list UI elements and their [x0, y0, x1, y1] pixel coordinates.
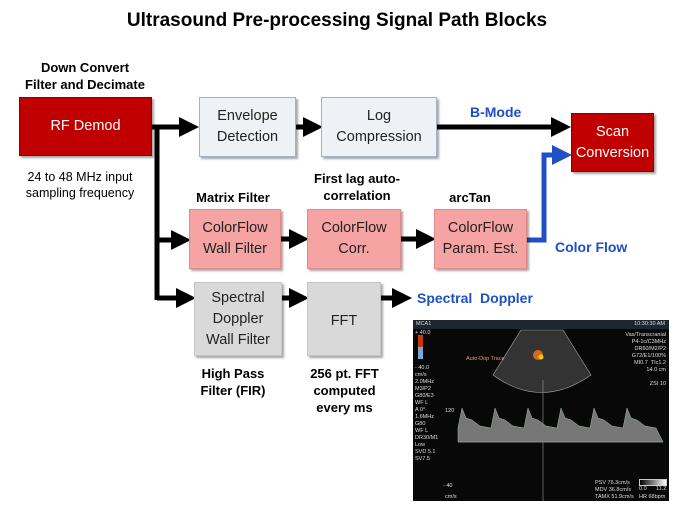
- us-bar-max: 11.2: [656, 486, 667, 492]
- block-rf-demod: RF Demod: [19, 97, 152, 156]
- us-trace-label: Auto-Dop Trace: [466, 356, 505, 362]
- us-text-line: DR30/M1: [415, 435, 439, 441]
- label-line: First lag auto-: [314, 171, 400, 186]
- label-line: 24 to 48 MHz input: [27, 170, 133, 184]
- us-text-line: WF L: [415, 428, 429, 434]
- us-text-line: P4-1c/C3MHz: [631, 339, 666, 345]
- us-text-line: SVD 5.1: [415, 449, 436, 455]
- label-line: Down Convert: [40, 60, 130, 75]
- us-text-line: [415, 358, 438, 365]
- us-bar-min: 0.0: [639, 486, 647, 492]
- us-text-line: ZSI 10: [649, 381, 666, 387]
- arctan-label: arcTan: [449, 190, 491, 205]
- us-text-line: cm/s: [415, 372, 427, 378]
- us-scale-bottom: - 40: [443, 483, 453, 489]
- us-text-line: [625, 374, 666, 381]
- us-text-line: MI0.7 TIc1.2: [634, 360, 666, 366]
- first-lag-label: First lag auto- correlation: [297, 170, 417, 204]
- us-text-line: PSV 76.3cm/s: [595, 480, 630, 486]
- us-text-line: WF L: [415, 400, 429, 406]
- input-note: 24 to 48 MHz input sampling frequency: [5, 169, 155, 201]
- us-text-line: G80: [415, 421, 426, 427]
- block-fft: FFT: [307, 282, 381, 356]
- ultrasound-image: MCA1 10:30:30 AM Auto-Dop Trace + 40.0 -…: [413, 320, 669, 501]
- ultrasound-graphics: [418, 329, 664, 501]
- label-line: computed: [313, 383, 376, 398]
- arrow-colorflow-to-scan: [527, 145, 572, 243]
- us-text-line: SV7.5: [415, 456, 430, 462]
- us-text-line: A 0°: [415, 407, 426, 413]
- us-text-line: 1.6MHz: [415, 414, 434, 420]
- us-text-line: Low: [415, 442, 426, 448]
- us-text-line: TAMX 51.9cm/s: [595, 494, 634, 500]
- us-text-line: G72/E1/100%: [631, 353, 666, 359]
- us-text-line: DR60/M2/P2: [634, 346, 667, 352]
- us-text-line: + 40.0: [415, 330, 431, 336]
- us-text-line: [415, 351, 438, 358]
- us-hr: HR 68bpm: [639, 494, 666, 500]
- us-text-line: Vas/Transcranial: [625, 332, 666, 338]
- fft-note: 256 pt. FFT computed every ms: [297, 365, 392, 416]
- label-line: every ms: [316, 400, 373, 415]
- label-line: 256 pt. FFT: [310, 366, 379, 381]
- us-text-line: 14.0 cm: [646, 367, 666, 373]
- us-header-right: 10:30:30 AM: [634, 321, 665, 327]
- us-text-line: M3/P2: [415, 386, 431, 392]
- us-scale-unit: cm/s: [445, 494, 457, 500]
- diagram-title: Ultrasound Pre-processing Signal Path Bl…: [126, 10, 548, 31]
- high-pass-label: High Pass Filter (FIR): [183, 365, 283, 399]
- label-line: Filter and Decimate: [25, 77, 145, 92]
- us-text-line: [415, 337, 438, 344]
- output-color-flow: Color Flow: [555, 239, 628, 255]
- us-text-line: [415, 344, 438, 351]
- label-line: correlation: [323, 188, 391, 203]
- us-header-left: MCA1: [416, 321, 432, 327]
- us-text-line: G80/E3: [415, 393, 434, 399]
- label-line: sampling frequency: [25, 186, 135, 200]
- label-line: Filter (FIR): [200, 383, 266, 398]
- us-text-line: MDV 36.8cm/s: [595, 487, 632, 493]
- label-line: High Pass: [201, 366, 265, 381]
- output-spectral-doppler: Spectral Doppler: [417, 290, 533, 306]
- us-text-line: - 40.0: [415, 365, 430, 371]
- down-convert-label: Down Convert Filter and Decimate: [5, 59, 165, 93]
- output-b-mode: B-Mode: [470, 104, 522, 120]
- us-scale-top: 120: [445, 408, 455, 414]
- matrix-filter-label: Matrix Filter: [196, 190, 270, 205]
- us-text-line: 2.0MHz: [415, 379, 434, 385]
